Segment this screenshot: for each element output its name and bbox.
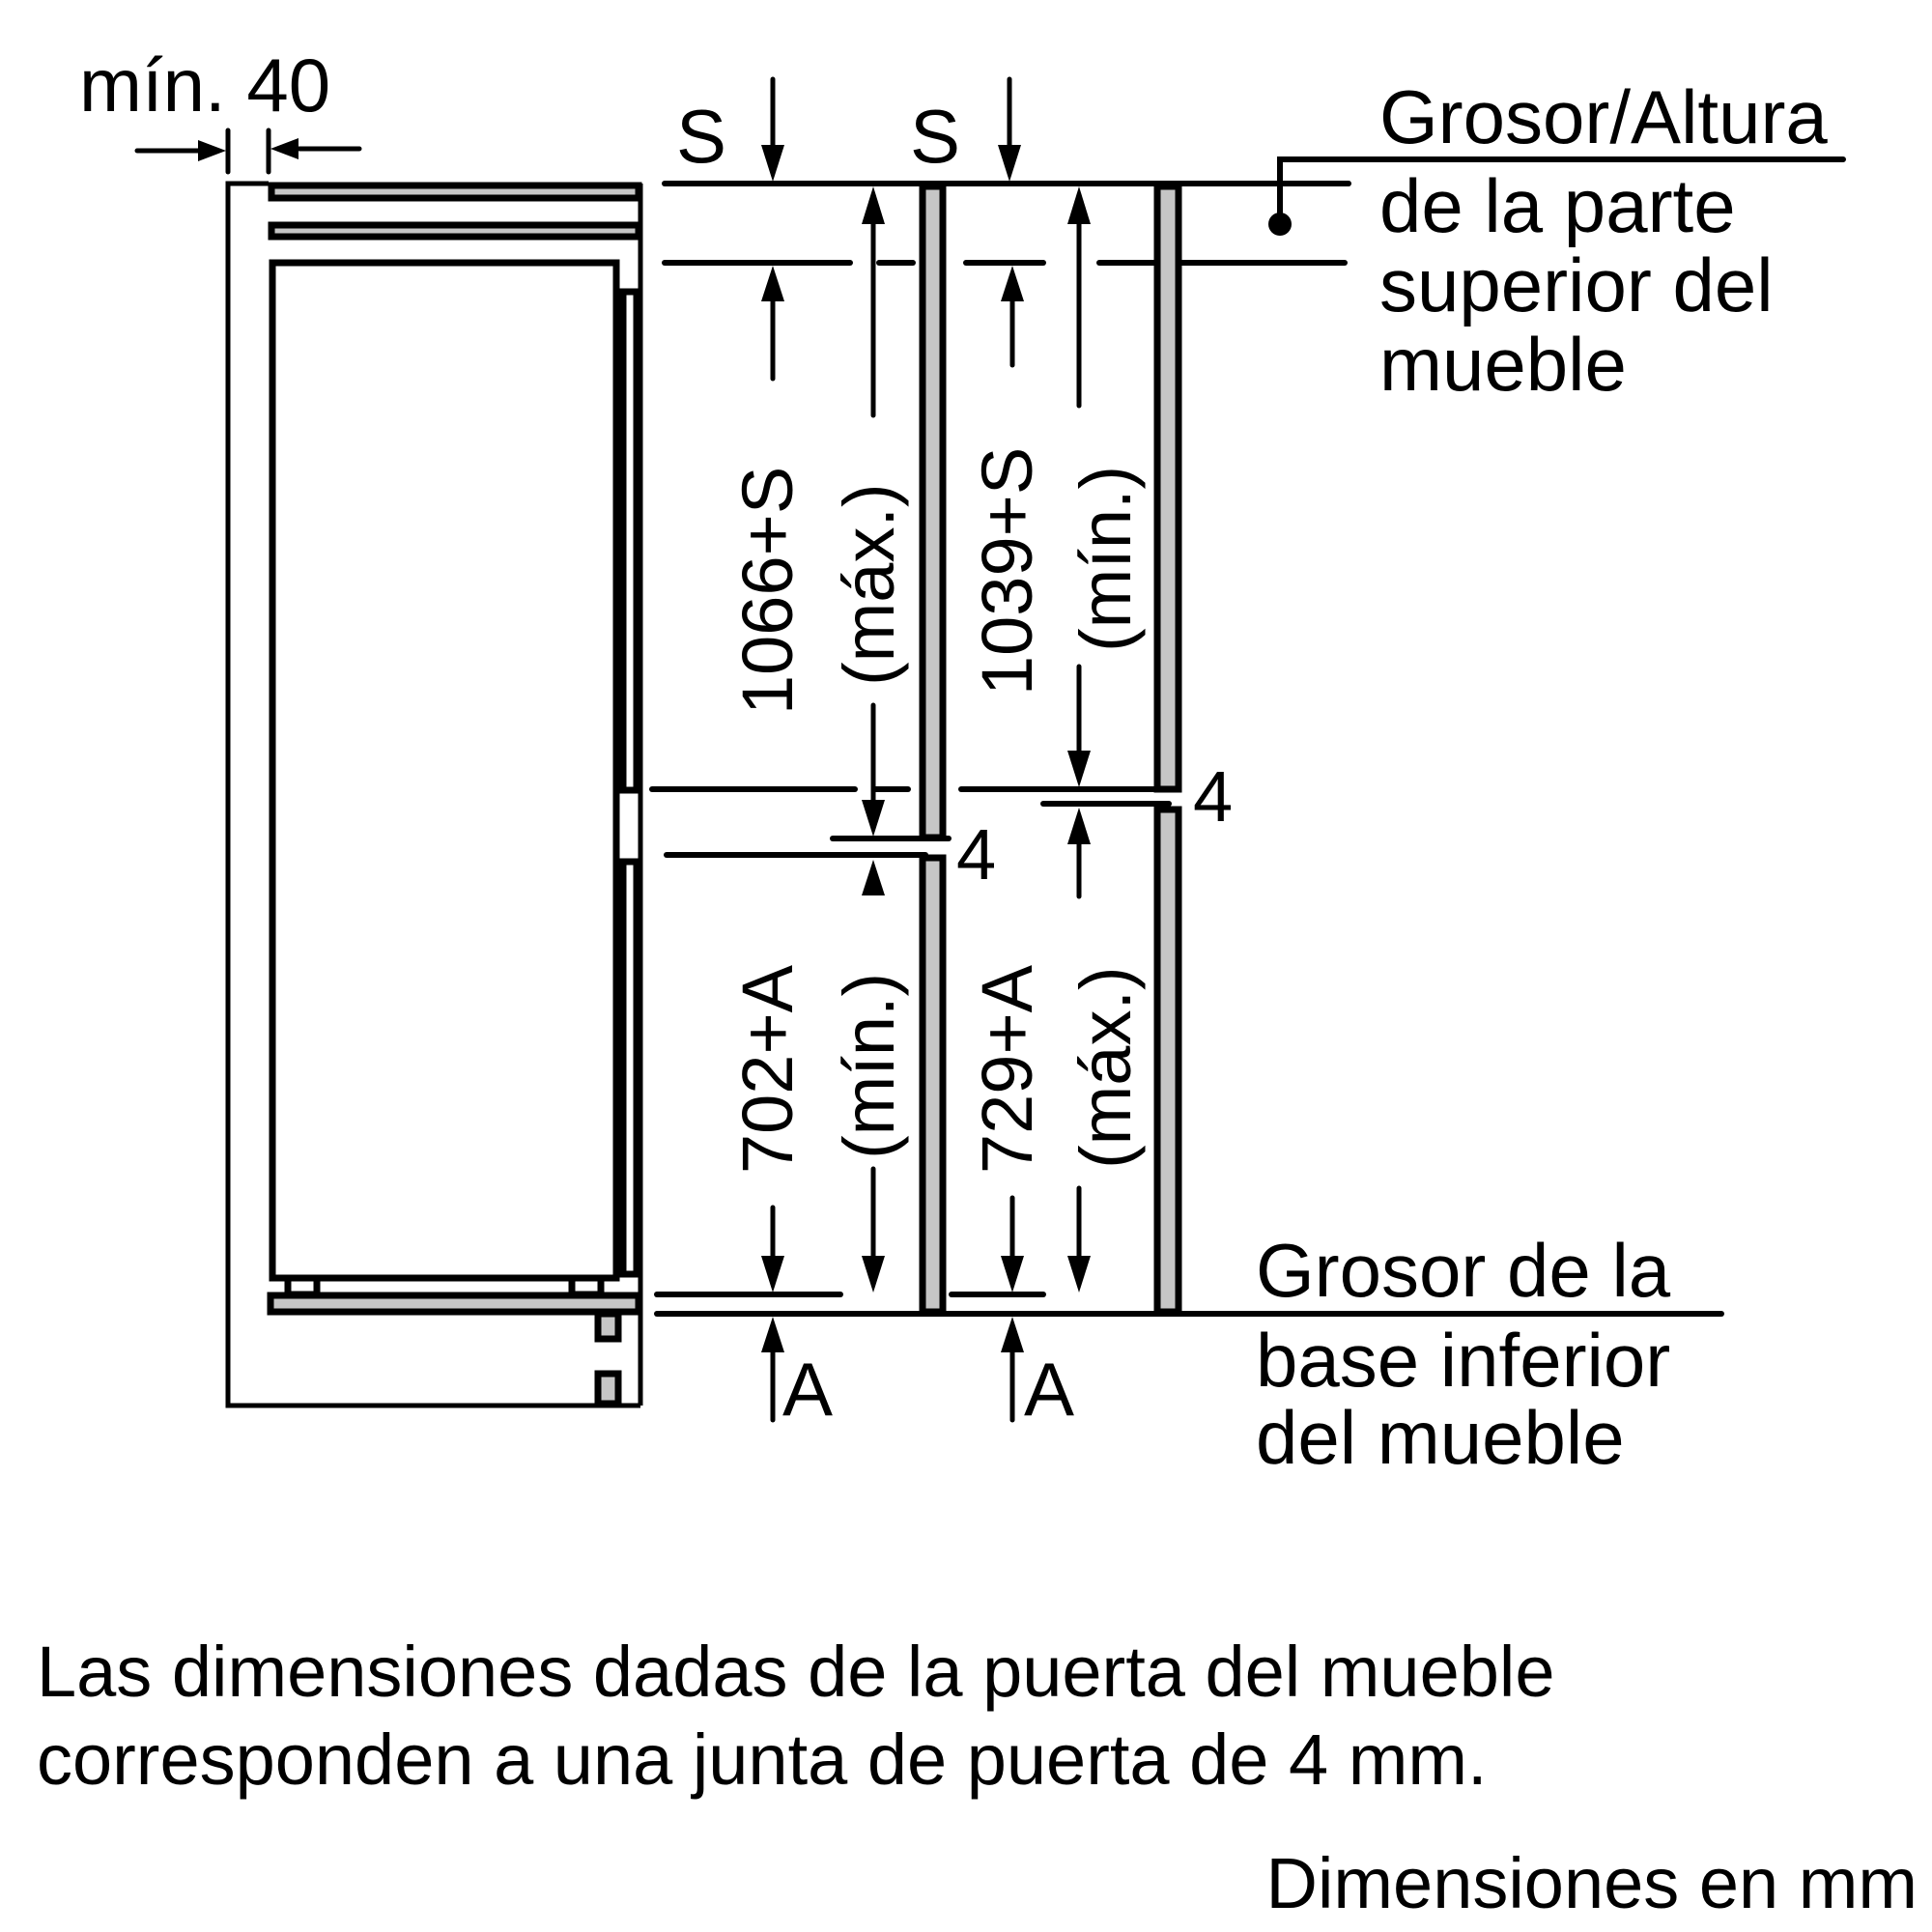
upper-left-qualifier: (máx.) xyxy=(829,483,909,686)
upper-right-dimension-label: 1039+S xyxy=(967,447,1047,696)
dim-729-qualifier: (máx.) xyxy=(1065,966,1146,1169)
arrow-down-icon xyxy=(862,800,885,837)
arrow-up-icon xyxy=(1067,186,1091,224)
a-label-left: A xyxy=(782,1347,833,1432)
plinth-block-1 xyxy=(594,1310,622,1343)
callout-leader-line xyxy=(1277,156,1846,227)
callout-top-line-3: superior del xyxy=(1379,242,1774,327)
side-gap-dimension: mín. 40 xyxy=(79,43,362,175)
bottom-thickness-callout: Grosor de la base inferior del mueble xyxy=(1256,1228,1671,1480)
door-panel-left-lower xyxy=(919,854,947,1316)
s-label-left: S xyxy=(676,94,726,179)
arrow-down-icon xyxy=(1067,1256,1091,1293)
callout-top-line-4: mueble xyxy=(1379,322,1627,407)
dim-1066-qualifier: (máx.) xyxy=(829,483,909,686)
cabinet-outline xyxy=(225,181,640,1408)
units-label: Dimensiones en mm xyxy=(1266,1843,1918,1923)
arrow-up-icon xyxy=(761,266,784,301)
upper-dimension-arrows xyxy=(761,186,1091,837)
upper-door-strip xyxy=(619,288,640,794)
lower-right-qualifier: (máx.) xyxy=(1065,966,1146,1169)
lower-left-qualifier: (mín.) xyxy=(829,973,909,1159)
door-panel-left-upper xyxy=(919,183,947,841)
upper-left-dimension-label: 1066+S xyxy=(727,467,808,715)
arrow-left-icon xyxy=(270,138,298,159)
footnote: Las dimensiones dadas de la puerta del m… xyxy=(37,1632,1918,1923)
top-panel-1 xyxy=(268,182,642,202)
top-s-dimensions: S S xyxy=(676,76,1021,182)
plinth-block-2 xyxy=(594,1370,622,1407)
arrow-up-icon xyxy=(761,1317,784,1352)
arrow-up-icon xyxy=(862,186,885,224)
door-panels xyxy=(919,183,1182,1316)
lower-left-dimension-label: 702+A xyxy=(727,964,808,1174)
callout-top-line-1: Grosor/Altura xyxy=(1379,74,1828,159)
arrow-up-icon xyxy=(1001,1317,1024,1352)
lower-door-strip xyxy=(619,858,640,1278)
arrow-down-icon xyxy=(998,145,1021,182)
cabinet-side-view xyxy=(225,181,643,1408)
arrow-up-icon xyxy=(1001,266,1024,301)
reference-lines xyxy=(649,181,1724,1317)
arrow-down-icon xyxy=(1067,751,1091,787)
base-panel xyxy=(267,1292,642,1316)
note-line-1: Las dimensiones dadas de la puerta del m… xyxy=(37,1632,1555,1712)
dim-1066-value: 1066+S xyxy=(727,467,808,715)
top-thickness-callout: Grosor/Altura de la parte superior del m… xyxy=(1268,74,1846,407)
arrow-down-icon xyxy=(862,1256,885,1293)
door-panel-right-lower xyxy=(1153,806,1182,1316)
dim-1039-value: 1039+S xyxy=(967,447,1047,696)
door-panel-right-upper xyxy=(1153,183,1182,793)
upper-right-qualifier: (mín.) xyxy=(1065,466,1146,652)
gap-label-left: 4 xyxy=(956,814,996,895)
arrow-down-icon xyxy=(761,145,784,182)
side-gap-label: mín. 40 xyxy=(79,43,330,128)
callout-dot-icon xyxy=(1268,213,1292,236)
callout-bottom-line-2: base inferior xyxy=(1256,1318,1670,1403)
callout-bottom-line-3: del mueble xyxy=(1256,1395,1625,1480)
a-label-right: A xyxy=(1024,1347,1074,1432)
callout-bottom-line-1: Grosor de la xyxy=(1256,1228,1671,1313)
dim-702-qualifier: (mín.) xyxy=(829,973,909,1159)
arrow-right-icon xyxy=(198,140,226,161)
lower-dimension-arrows xyxy=(761,808,1091,1293)
s-label-right: S xyxy=(910,94,960,179)
arrow-down-icon xyxy=(761,1256,784,1293)
bottom-a-dimensions: A A xyxy=(761,1317,1074,1432)
note-line-2: corresponden a una junta de puerta de 4 … xyxy=(37,1719,1488,1800)
appliance-foot-left xyxy=(284,1274,321,1298)
top-panel-2 xyxy=(268,221,642,241)
dim-1039-qualifier: (mín.) xyxy=(1065,466,1146,652)
arrow-up-icon xyxy=(862,860,885,895)
callout-top-line-2: de la parte xyxy=(1379,163,1736,248)
arrow-up-icon xyxy=(1067,808,1091,844)
dim-729-value: 729+A xyxy=(967,964,1047,1174)
appliance-foot-right xyxy=(568,1274,605,1298)
lower-right-dimension-label: 729+A xyxy=(967,964,1047,1174)
arrow-down-icon xyxy=(1001,1256,1024,1293)
gap-label-right: 4 xyxy=(1193,756,1233,837)
appliance-body xyxy=(269,259,620,1282)
dim-702-value: 702+A xyxy=(727,964,808,1174)
